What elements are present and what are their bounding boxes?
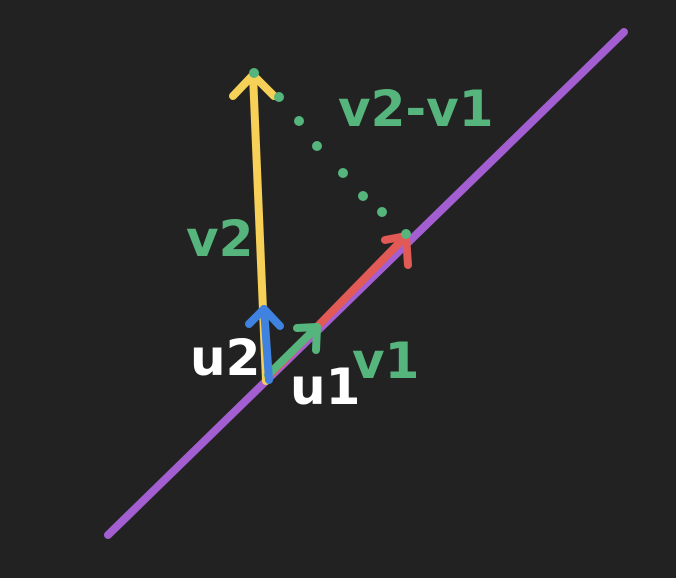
label-u2: u2 [190,329,260,387]
projection-dotted-line [249,68,411,239]
subspace-line [104,28,628,539]
u2-vector [245,305,284,384]
label-v2: v2 [186,210,253,268]
label-v2-minus-v1: v2-v1 [338,80,494,138]
label-v1: v1 [352,332,419,390]
label-u1: u1 [290,358,360,416]
u1-vector [264,323,321,379]
